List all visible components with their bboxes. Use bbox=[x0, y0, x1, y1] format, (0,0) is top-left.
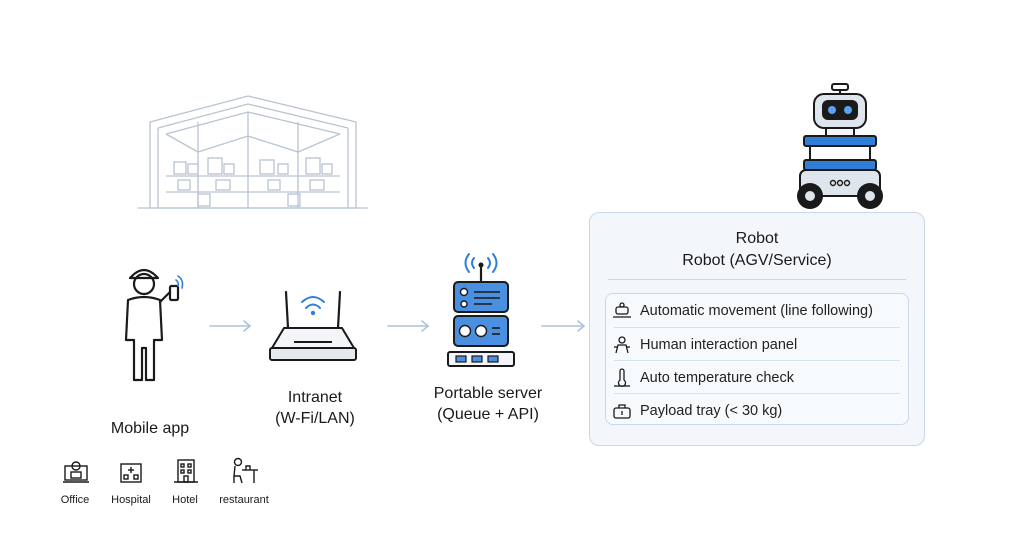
location-label-office: Office bbox=[60, 494, 90, 506]
portable-server-icon bbox=[447, 253, 515, 367]
hotel-icon bbox=[174, 459, 198, 483]
line-following-icon bbox=[613, 301, 631, 318]
feature-divider bbox=[614, 360, 900, 361]
feature-label: Auto temperature check bbox=[640, 369, 794, 386]
arrow-icon bbox=[387, 320, 430, 332]
feature-item: Human interaction panel bbox=[606, 328, 908, 361]
robot-icon bbox=[797, 83, 883, 209]
robot-title: Robot bbox=[735, 230, 779, 247]
feature-list: Automatic movement (line following) Huma… bbox=[605, 293, 909, 425]
office-icon bbox=[63, 461, 89, 483]
feature-item: Auto temperature check bbox=[606, 361, 908, 394]
mobile-app-label: Mobile app bbox=[110, 420, 190, 437]
robot-panel: Robot Robot (AGV/Service) Automatic move… bbox=[589, 212, 925, 446]
feature-divider bbox=[614, 327, 900, 328]
arrow-icon bbox=[541, 320, 586, 332]
location-label-hotel: Hotel bbox=[172, 494, 198, 506]
router-icon bbox=[269, 290, 357, 361]
panel-divider bbox=[608, 279, 906, 280]
warehouse-illustration bbox=[138, 95, 368, 209]
payload-tray-icon bbox=[613, 403, 631, 419]
intranet-label-line1: Intranet bbox=[287, 389, 343, 406]
interaction-panel-icon bbox=[614, 335, 630, 353]
server-label-line2: (Queue + API) bbox=[437, 406, 539, 423]
feature-label: Automatic movement (line following) bbox=[640, 302, 873, 319]
intranet-label-line2: (W-Fi/LAN) bbox=[275, 410, 355, 427]
location-label-restaurant: restaurant bbox=[219, 494, 269, 506]
arrow-icon bbox=[209, 320, 252, 332]
feature-label: Human interaction panel bbox=[640, 336, 798, 353]
hospital-icon bbox=[120, 463, 142, 483]
feature-item: Payload tray (< 30 kg) bbox=[606, 394, 908, 427]
robot-subtitle: Robot (AGV/Service) bbox=[682, 252, 832, 269]
location-label-hospital: Hospital bbox=[111, 494, 151, 506]
restaurant-icon bbox=[233, 457, 258, 484]
thermometer-icon bbox=[614, 367, 630, 387]
server-label-line1: Portable server bbox=[433, 385, 543, 402]
feature-item: Automatic movement (line following) bbox=[606, 294, 908, 327]
feature-divider bbox=[614, 393, 900, 394]
feature-label: Payload tray (< 30 kg) bbox=[640, 402, 783, 419]
person-with-phone-icon bbox=[124, 268, 184, 382]
